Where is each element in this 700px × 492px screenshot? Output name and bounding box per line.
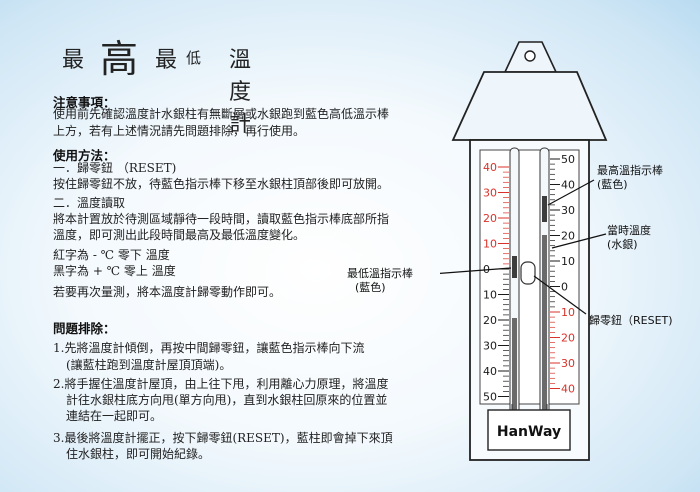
troubleshoot-item-3-line-2: 住水銀柱，即可開始紀錄。 — [66, 447, 211, 461]
max-indicator — [542, 196, 547, 222]
callout-current-line-1: 當時溫度 — [607, 224, 651, 237]
troubleshoot-item-2-line-2: 計往水銀柱底方向甩(單方向甩)，直到水銀柱回原來的位置並 — [66, 393, 388, 407]
leader-max — [547, 179, 595, 206]
usage-step1-title: 一．歸零鈕 （RESET) — [53, 161, 177, 175]
left-scale-label: 10 — [483, 238, 497, 251]
left-scale-label: 20 — [483, 314, 497, 327]
right-scale-label: 30 — [561, 204, 575, 217]
brand-box — [487, 409, 571, 451]
troubleshoot-item-1-line-2: (讓藍柱跑到溫度計屋頂頂端)。 — [66, 358, 232, 372]
usage-step2-line-1: 將本計置放於待測區域靜待一段時間，讀取藍色指示棒底部所指 — [53, 212, 390, 226]
leader-current — [551, 233, 607, 249]
usage-step2-title: 二．溫度讀取 — [53, 196, 126, 210]
left-scale-label: 30 — [483, 340, 497, 353]
troubleshoot-item-1-line-1: 1.先將溫度計傾倒，再按中間歸零鈕，讓藍色指示棒向下流 — [53, 341, 365, 355]
callout-max-line-1: 最高溫指示棒 — [597, 164, 663, 177]
roof — [451, 71, 608, 141]
callout-min-line-2: (藍色) — [355, 281, 386, 294]
left-scale-label: 30 — [483, 187, 497, 200]
brand-name: HanWay — [497, 424, 561, 440]
min-indicator — [512, 256, 517, 278]
usage-red-line: 紅字為 - ℃ 零下 溫度 — [53, 248, 170, 262]
left-scale-label: 40 — [483, 365, 497, 378]
mercury-left — [512, 318, 517, 410]
usage-heading: 使用方法： — [53, 148, 116, 163]
title-char-1: 最 — [62, 48, 85, 73]
right-scale-label: 30 — [561, 357, 575, 370]
callout-max-line-2: (藍色) — [597, 178, 628, 191]
usage-repeat: 若要再次量測，將本溫度計歸零動作即可。 — [53, 285, 282, 299]
right-scale-label: 10 — [561, 255, 575, 268]
right-scale-label: 20 — [561, 230, 575, 243]
leader-min — [440, 267, 512, 274]
callout-min: 最低溫指示棒 (藍色) — [347, 267, 413, 295]
title-char-2: 高 — [100, 37, 139, 81]
callout-min-line-1: 最低溫指示棒 — [347, 267, 413, 280]
callout-reset: 歸零鈕（RESET) — [589, 314, 673, 327]
right-scale-label: 20 — [561, 332, 575, 345]
usage-step1-text: 按住歸零鈕不放，待藍色指示棒下移至水銀柱頂部後即可放開。 — [53, 177, 390, 191]
left-scale-label: 10 — [483, 289, 497, 302]
usage-black-line: 黑字為 + ℃ 零上 溫度 — [53, 264, 176, 278]
left-scale-label: 40 — [483, 161, 497, 174]
notice-heading: 注意事項： — [53, 95, 116, 110]
leader-reset — [533, 275, 587, 315]
thermometer-illustration: 4030201001020304050 5040302010010203040 … — [440, 41, 608, 461]
right-scale-label: 40 — [561, 383, 575, 396]
hanger-hole — [524, 50, 536, 62]
notice-line-2: 上方，若有上述情況請先問題排除，再行使用。 — [53, 124, 306, 138]
left-scale-label: 20 — [483, 212, 497, 225]
callout-current-line-2: (水銀) — [607, 238, 638, 251]
reset-button-graphic — [520, 261, 536, 285]
troubleshoot-item-2-line-3: 連結在一起即可。 — [66, 409, 163, 423]
troubleshoot-heading: 問題排除： — [53, 321, 116, 336]
troubleshoot-item-3-line-1: 3.最後將溫度計擺正，按下歸零鈕(RESET)，藍柱即會掉下來頂 — [53, 431, 393, 445]
left-scale-label: 50 — [483, 391, 497, 404]
callout-current: 當時溫度 (水銀) — [607, 224, 651, 252]
right-scale-label: 50 — [561, 153, 575, 166]
right-scale-label: 10 — [561, 306, 575, 319]
title-char-3: 最 — [155, 48, 178, 73]
notice-line-1: 使用前先確認溫度計水銀柱有無斷層或水銀跑到藍色高低溫示棒 — [53, 107, 390, 121]
right-scale-label: 40 — [561, 179, 575, 192]
title-char-4: 低 — [186, 49, 202, 67]
callout-max: 最高溫指示棒 (藍色) — [597, 164, 663, 192]
mercury-right — [542, 235, 547, 410]
right-scale-label: 0 — [561, 281, 568, 294]
title-char-5: 溫度計 — [229, 48, 253, 137]
usage-step2-line-2: 溫度，即可測出此段時間最高及最低溫度變化。 — [53, 228, 306, 242]
troubleshoot-item-2-line-1: 2.將手握住溫度計屋頂，由上往下甩，利用離心力原理，將溫度 — [53, 377, 389, 391]
